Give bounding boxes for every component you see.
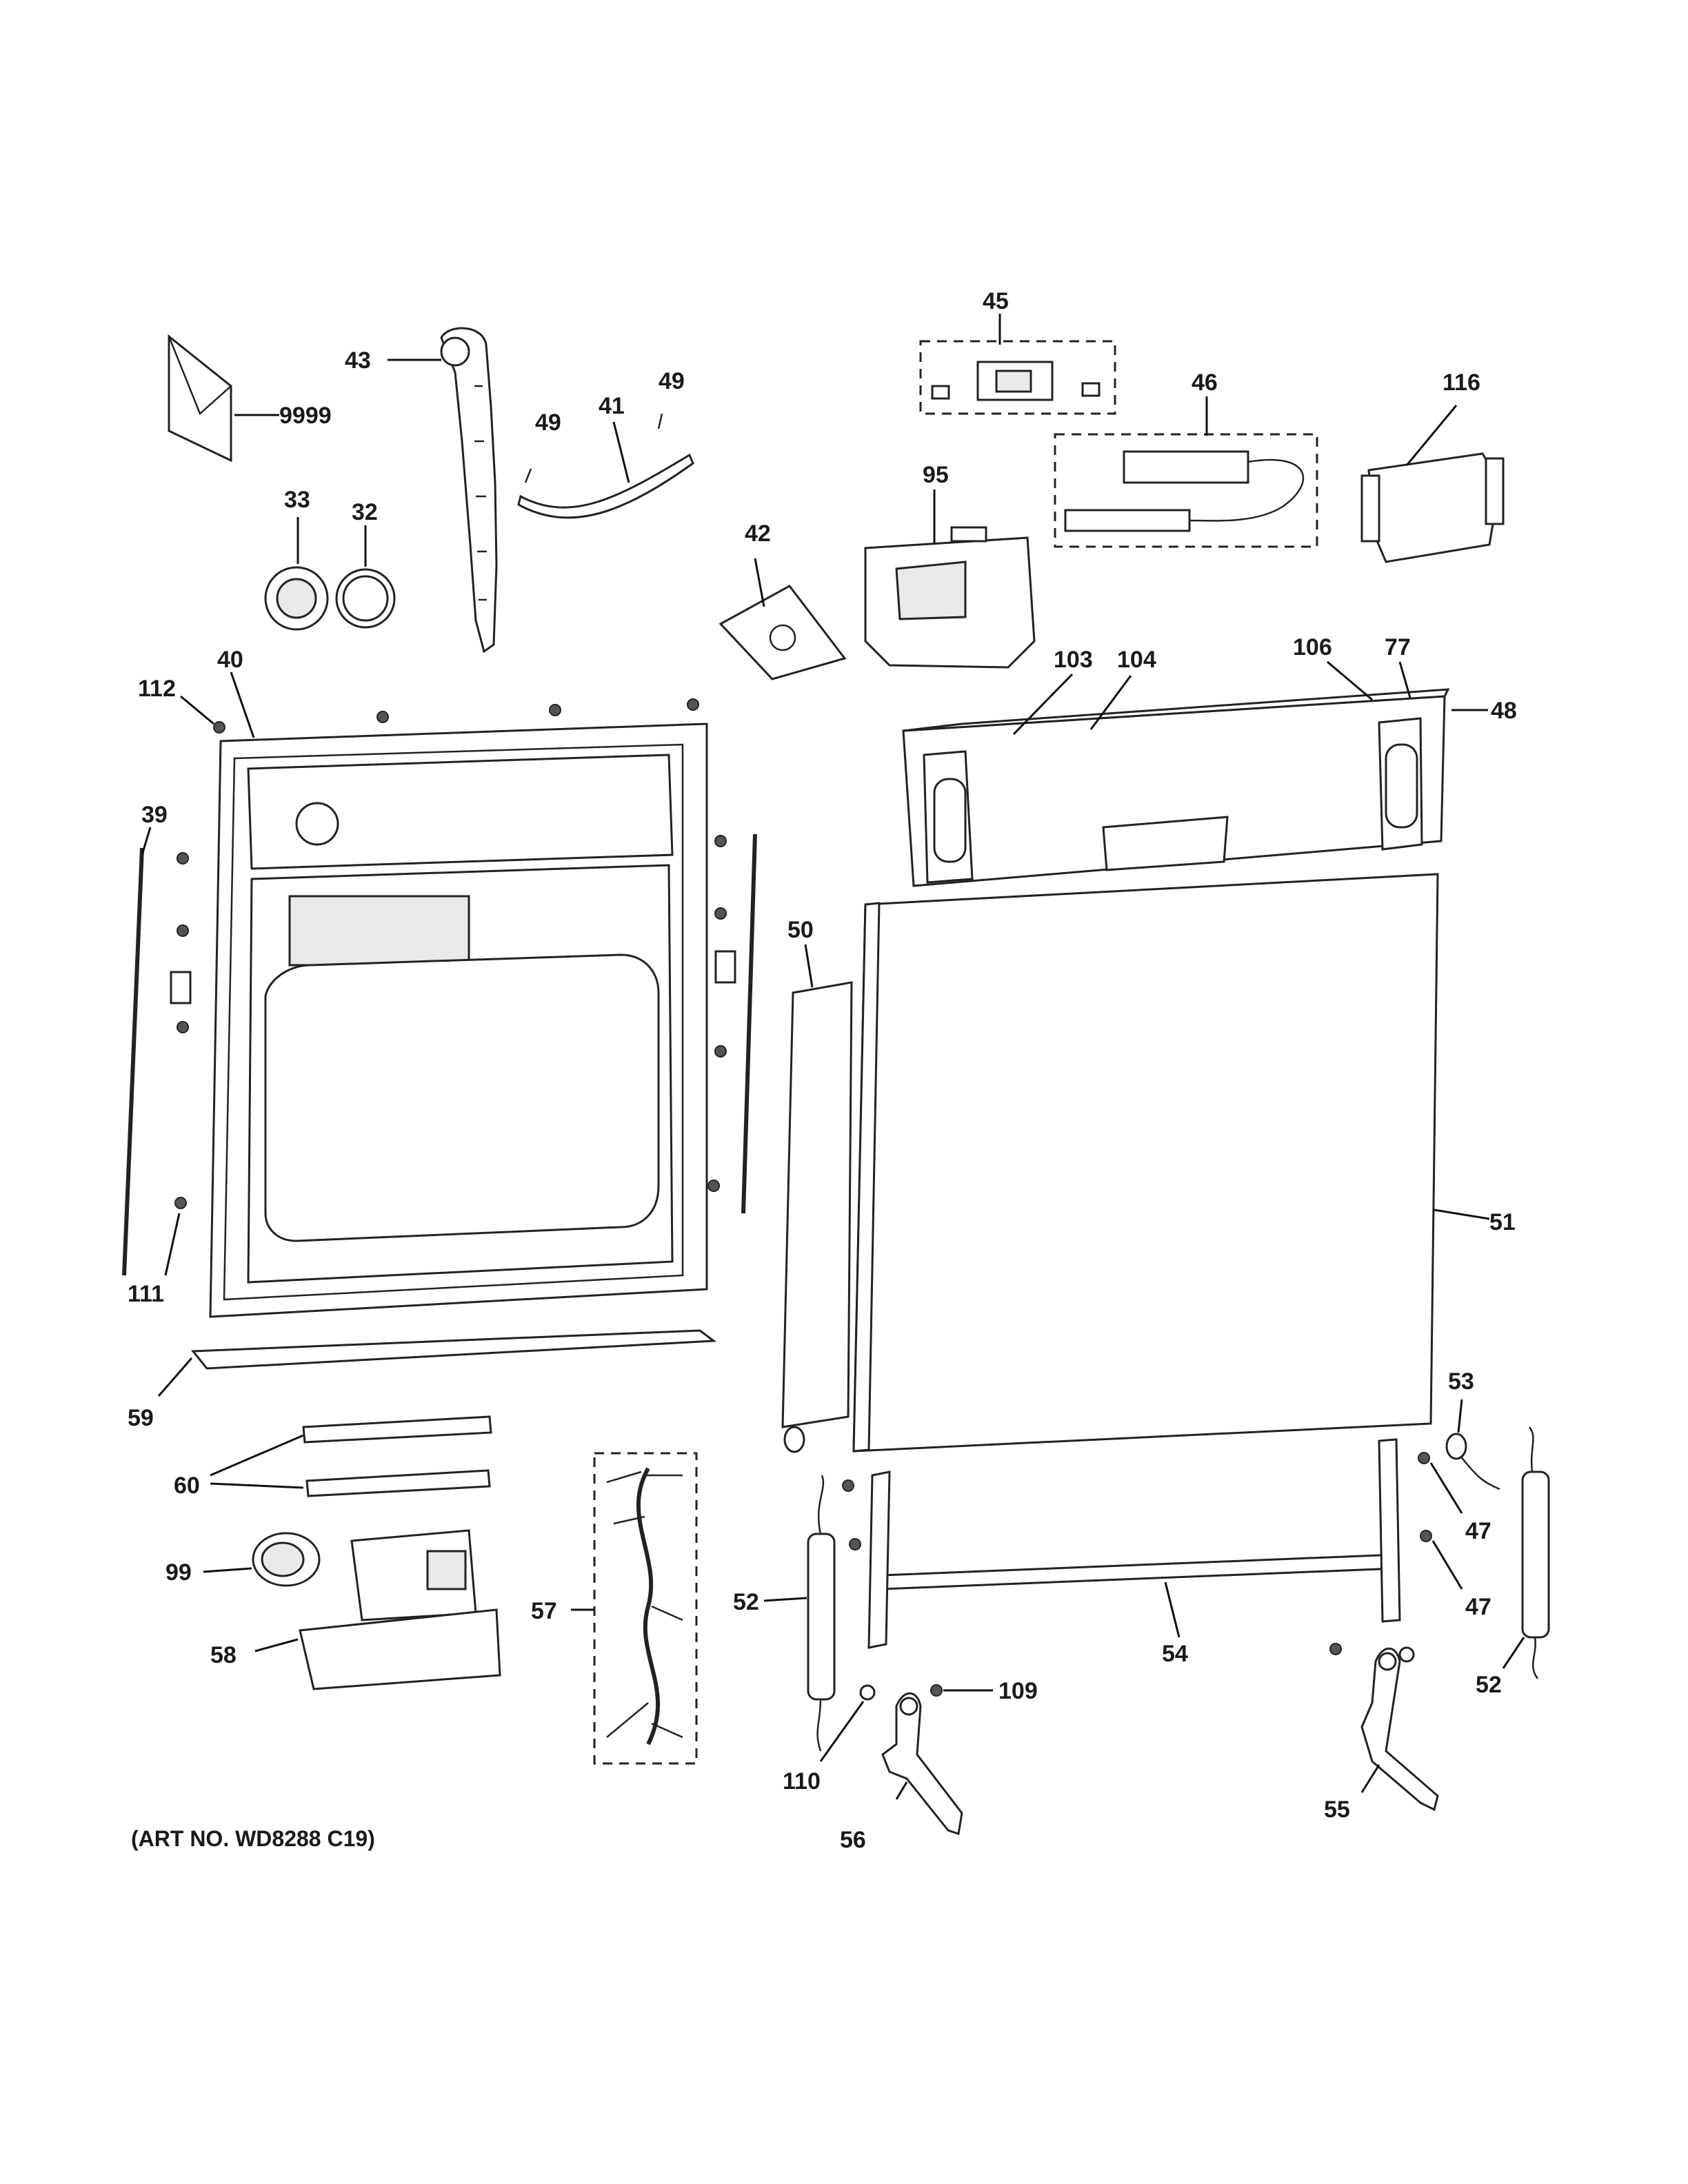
part-111-screws xyxy=(164,835,736,1276)
part-40-inner-door xyxy=(209,671,708,1318)
callout-43: 43 xyxy=(345,347,371,374)
part-54-hinge-rod xyxy=(867,1438,1401,1649)
part-52-spring-right xyxy=(1502,1426,1550,1679)
callout-39: 39 xyxy=(141,802,168,828)
part-9999-literature xyxy=(168,334,279,463)
leader-106 xyxy=(1327,660,1373,701)
callout-54: 54 xyxy=(1162,1641,1188,1667)
part-47-screws xyxy=(842,1452,1463,1590)
leader-103 xyxy=(1012,673,1074,736)
part-41-handle xyxy=(517,413,694,519)
callout-77: 77 xyxy=(1385,634,1411,660)
part-99-knob xyxy=(203,1532,321,1587)
callout-9999: 9999 xyxy=(279,403,332,429)
callout-55: 55 xyxy=(1324,1797,1350,1823)
callout-52-right: 52 xyxy=(1476,1672,1502,1698)
part-45-latch-kit xyxy=(919,314,1116,415)
part-52-spring-left xyxy=(763,1475,836,1752)
part-48-top-trim xyxy=(902,688,1488,887)
callout-116: 116 xyxy=(1443,370,1480,396)
callout-46: 46 xyxy=(1192,370,1218,396)
part-58-control xyxy=(254,1529,501,1690)
part-46-light-kit xyxy=(1054,396,1318,548)
callout-110: 110 xyxy=(783,1768,821,1794)
callout-52-left: 52 xyxy=(733,1589,759,1615)
callout-106: 106 xyxy=(1293,634,1332,660)
callout-60: 60 xyxy=(174,1473,200,1499)
part-43-vent xyxy=(388,327,498,654)
part-57-harness xyxy=(571,1452,698,1765)
part-109-screw xyxy=(930,1643,1342,1697)
part-112-screws xyxy=(180,695,699,734)
part-116-bracket xyxy=(1360,405,1505,563)
part-56-hinge-arm-left xyxy=(881,1692,963,1835)
part-53-hook xyxy=(783,1399,1500,1490)
callout-112: 112 xyxy=(138,676,176,702)
callout-49-right: 49 xyxy=(659,368,685,394)
callout-47-lower: 47 xyxy=(1465,1594,1491,1620)
part-51-outer-door xyxy=(852,873,1490,1453)
callout-111: 111 xyxy=(128,1281,164,1307)
callout-99: 99 xyxy=(165,1559,192,1586)
part-32-gasket xyxy=(335,525,396,629)
callout-51: 51 xyxy=(1489,1209,1516,1235)
callout-57: 57 xyxy=(531,1598,557,1624)
part-33-cap xyxy=(264,517,329,631)
leader-104 xyxy=(1089,675,1132,730)
callout-45: 45 xyxy=(983,288,1009,314)
callout-42: 42 xyxy=(745,520,771,547)
callout-40: 40 xyxy=(217,647,243,673)
part-50-insulation xyxy=(781,944,853,1428)
part-42-grille xyxy=(719,558,847,680)
part-55-hinge-arm-right xyxy=(1360,1647,1439,1812)
callout-56: 56 xyxy=(840,1827,866,1853)
callout-53: 53 xyxy=(1448,1368,1474,1395)
callout-59: 59 xyxy=(128,1405,154,1431)
callout-95: 95 xyxy=(923,462,949,488)
callout-58: 58 xyxy=(210,1642,237,1668)
callout-47-upper: 47 xyxy=(1465,1518,1491,1544)
callout-32: 32 xyxy=(352,499,378,525)
part-110-washer xyxy=(819,1646,1415,1762)
leader-77 xyxy=(1398,661,1411,698)
callout-49-left: 49 xyxy=(535,410,561,436)
callout-50: 50 xyxy=(787,917,814,943)
callout-41: 41 xyxy=(599,393,625,419)
part-39-side-seal xyxy=(122,827,757,1276)
art-number: (ART NO. WD8288 C19) xyxy=(131,1826,375,1851)
callout-48: 48 xyxy=(1491,698,1517,724)
part-60-strips xyxy=(210,1415,492,1497)
part-59-bottom-strip xyxy=(157,1329,717,1397)
callout-109: 109 xyxy=(998,1678,1038,1704)
part-95-dispenser xyxy=(864,489,1036,669)
callout-104: 104 xyxy=(1117,647,1156,673)
callout-33: 33 xyxy=(284,487,310,513)
callout-103: 103 xyxy=(1054,647,1093,673)
